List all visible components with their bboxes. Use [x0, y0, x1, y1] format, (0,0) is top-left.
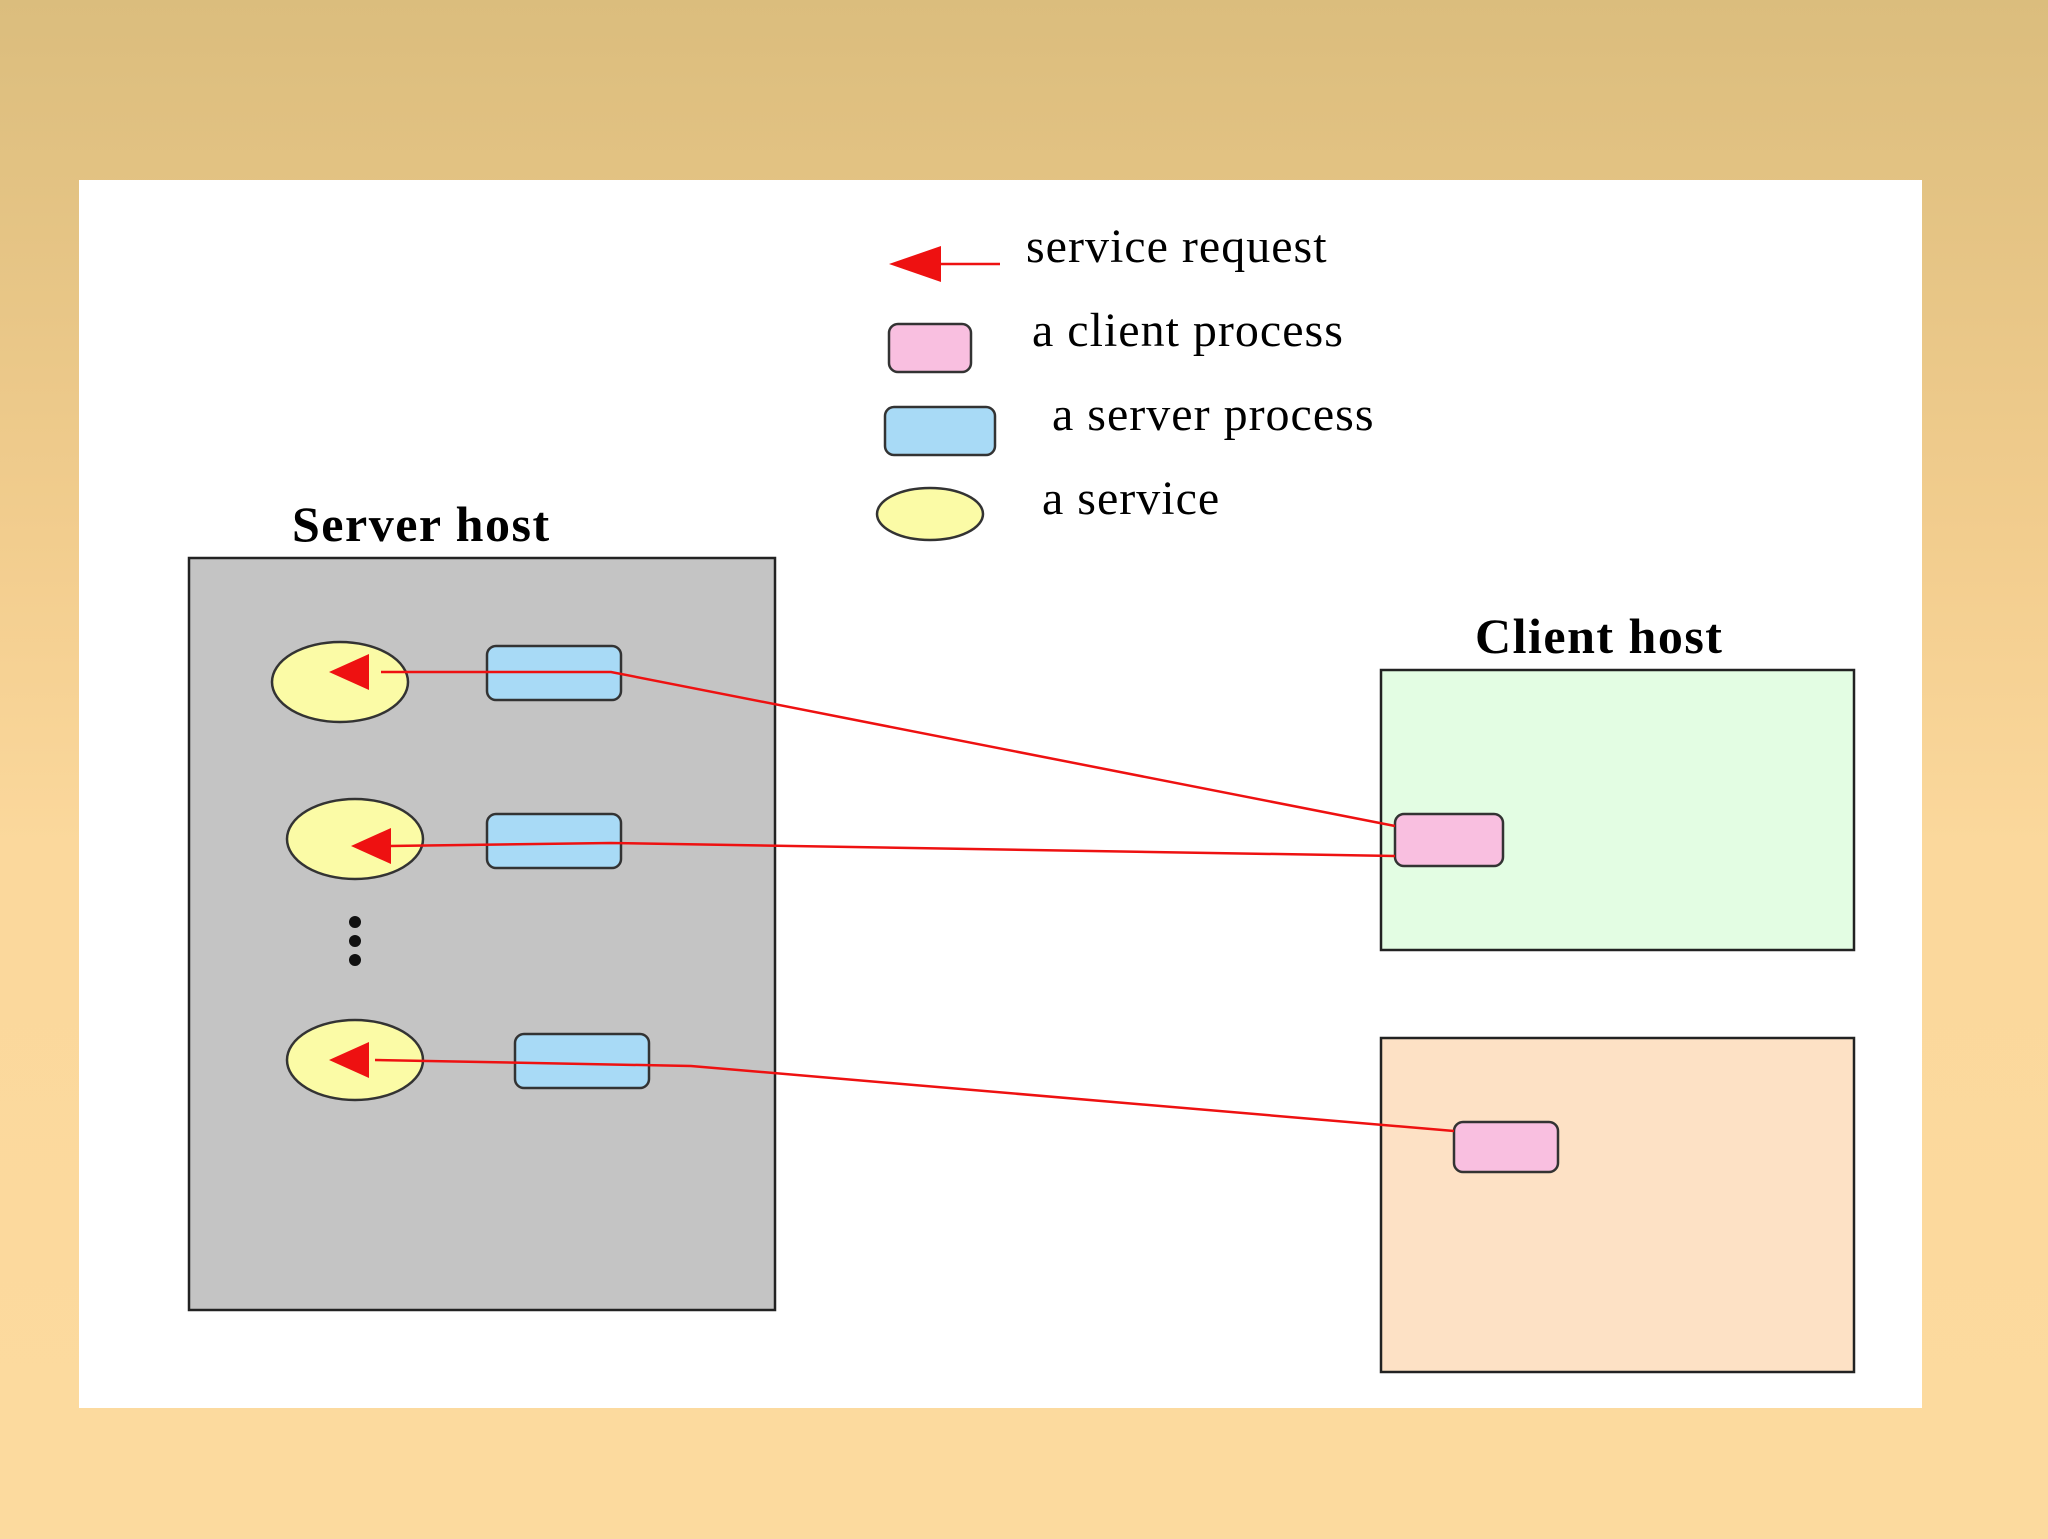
client-server-diagram: service request a client process a serve…	[187, 220, 1856, 1374]
service-legend-icon	[875, 486, 985, 542]
diagram-canvas: service request a client process a serve…	[79, 180, 1922, 1408]
legend: service request a client process a serve…	[875, 220, 1375, 542]
client-process-box	[1452, 1120, 1560, 1174]
client-host-box-2	[1379, 1036, 1856, 1374]
service-request-arrow	[329, 654, 1396, 828]
legend-label-service-request: service request	[1026, 220, 1328, 273]
service-ellipse	[270, 640, 410, 724]
server-process-box	[513, 1032, 651, 1090]
more-services-ellipsis	[349, 916, 361, 966]
legend-arrow-icon	[889, 246, 1000, 282]
server-process-legend-icon	[883, 405, 997, 457]
server-host-title: Server host	[292, 496, 551, 552]
legend-label-client-process: a client process	[1032, 304, 1344, 357]
client-host-box-1	[1379, 668, 1856, 952]
legend-label-server-process: a server process	[1052, 388, 1375, 441]
service-ellipse	[285, 797, 425, 881]
service-request-arrow	[351, 828, 1396, 864]
service-request-arrow	[329, 1042, 1455, 1133]
client-process-box	[1393, 812, 1505, 868]
legend-label-service: a service	[1042, 472, 1220, 525]
client-process-legend-icon	[887, 322, 973, 374]
client-host-title: Client host	[1475, 608, 1723, 664]
server-process-box	[485, 812, 623, 870]
